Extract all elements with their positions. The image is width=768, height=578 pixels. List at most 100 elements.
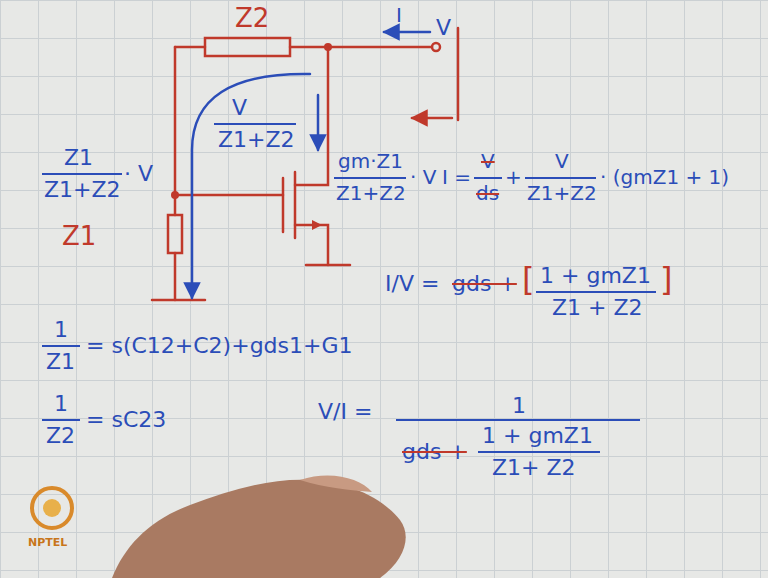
label-anchor: 1 — [54, 392, 68, 416]
struck-term: V — [481, 150, 495, 172]
equation-term: I/V = — [385, 272, 439, 296]
logo-core — [43, 499, 61, 517]
current-arrows — [192, 32, 430, 298]
circuit-wires — [152, 28, 458, 300]
label-anchor: Z1+Z2 — [336, 182, 406, 204]
current-label: I — [396, 4, 402, 26]
label-anchor: [ — [522, 262, 534, 297]
label-anchor: Z1 — [62, 222, 96, 251]
component-label: Z2 — [235, 4, 269, 33]
wire — [295, 225, 328, 265]
label-anchor: Z1+ Z2 — [492, 456, 576, 480]
node-dot — [324, 43, 332, 51]
fraction-numerator: V — [232, 96, 247, 120]
wire — [174, 47, 177, 215]
fraction-bars — [42, 124, 656, 452]
equation-term: = sC23 — [86, 408, 166, 432]
equation-term: I = — [442, 166, 471, 188]
label-anchor: · V — [410, 166, 436, 188]
label-anchor: 1 + gmZ1 — [482, 424, 593, 448]
bracket: [ — [522, 262, 534, 297]
label-anchor: I/V = — [385, 272, 439, 296]
label-anchor: · V — [124, 162, 153, 186]
equation-term: · V — [124, 162, 153, 186]
channel — [294, 172, 297, 238]
hand — [112, 480, 406, 578]
ground-symbol — [152, 299, 205, 302]
fraction-bar — [396, 419, 640, 421]
fraction-bar — [536, 291, 656, 293]
fraction-bar — [214, 123, 296, 125]
equation-term: = s(C12+C2)+gds1+G1 — [86, 334, 353, 358]
fraction-numerator: 1 + gmZ1 — [540, 264, 651, 288]
label-anchor: Z1+Z2 — [527, 182, 597, 204]
fraction-bar — [478, 451, 600, 453]
fraction-bar — [525, 177, 596, 179]
fraction-numerator: 1 + gmZ1 — [482, 424, 593, 448]
label-anchor: V — [481, 150, 495, 172]
voltage-label: V — [436, 16, 451, 40]
fraction-numerator: V — [555, 150, 569, 172]
label-anchor: 1 — [54, 318, 68, 342]
arrow — [412, 117, 452, 120]
fraction-bar — [42, 345, 80, 347]
label-anchor: gds + — [452, 272, 517, 296]
equation-term: + — [505, 166, 522, 188]
label-anchor: ds — [476, 182, 499, 204]
fraction-denominator: Z1 — [46, 350, 75, 374]
fraction-numerator: gm·Z1 — [338, 150, 403, 172]
fraction-bar — [42, 419, 80, 421]
wire — [295, 47, 328, 185]
label-anchor: ] — [660, 262, 672, 297]
label-anchor: gm·Z1 — [338, 150, 403, 172]
arrow — [384, 31, 430, 34]
hand-highlight — [300, 476, 372, 492]
current-path — [192, 74, 310, 298]
equation-term: · (gmZ1 + 1) — [600, 166, 729, 188]
component-label: Z1 — [62, 222, 96, 251]
label-anchor: gds + — [402, 440, 467, 464]
equation-term: · V — [410, 166, 436, 188]
wire — [175, 46, 205, 49]
arrow — [317, 95, 320, 150]
node-dot — [171, 191, 179, 199]
label-anchor: = sC23 — [86, 408, 166, 432]
resistor-symbol — [205, 38, 290, 56]
label-anchor: V/I = — [318, 400, 372, 424]
fraction-denominator: Z1+Z2 — [44, 178, 121, 202]
label-anchor: Z1+Z2 — [218, 128, 295, 152]
fraction-denominator: Z1+Z2 — [336, 182, 406, 204]
label-anchor: Z1+Z2 — [44, 178, 121, 202]
fraction-bar — [42, 173, 122, 175]
fraction-numerator: 1 — [54, 392, 68, 416]
struck-term: ds — [476, 182, 499, 204]
equation-term: V/I = — [318, 400, 372, 424]
resistor-symbol — [168, 215, 182, 253]
terminal — [432, 43, 440, 51]
label-anchor: V — [436, 16, 451, 40]
fraction-denominator: Z1+ Z2 — [492, 456, 576, 480]
bracket: ] — [660, 262, 672, 297]
logo-ring — [32, 488, 72, 528]
fraction-bar — [474, 177, 502, 179]
logo-text: NPTEL — [28, 537, 67, 549]
label-anchor: Z1 — [46, 350, 75, 374]
port-line — [457, 28, 460, 120]
label-anchor: 1 + gmZ1 — [540, 264, 651, 288]
label-anchor: I — [396, 4, 402, 26]
label-anchor: = s(C12+C2)+gds1+G1 — [86, 334, 353, 358]
fraction-bar — [334, 177, 406, 179]
fraction-denominator: Z1+Z2 — [218, 128, 295, 152]
logo — [32, 488, 72, 528]
label-anchor: V — [232, 96, 247, 120]
label-anchor: V — [555, 150, 569, 172]
wire — [290, 46, 432, 49]
fraction-denominator: Z1+Z2 — [527, 182, 597, 204]
source-arrow — [312, 220, 322, 230]
fraction-numerator: Z1 — [64, 146, 93, 170]
wire — [174, 253, 177, 300]
label-anchor: Z1 + Z2 — [552, 296, 643, 320]
label-anchor: Z2 — [235, 4, 269, 33]
